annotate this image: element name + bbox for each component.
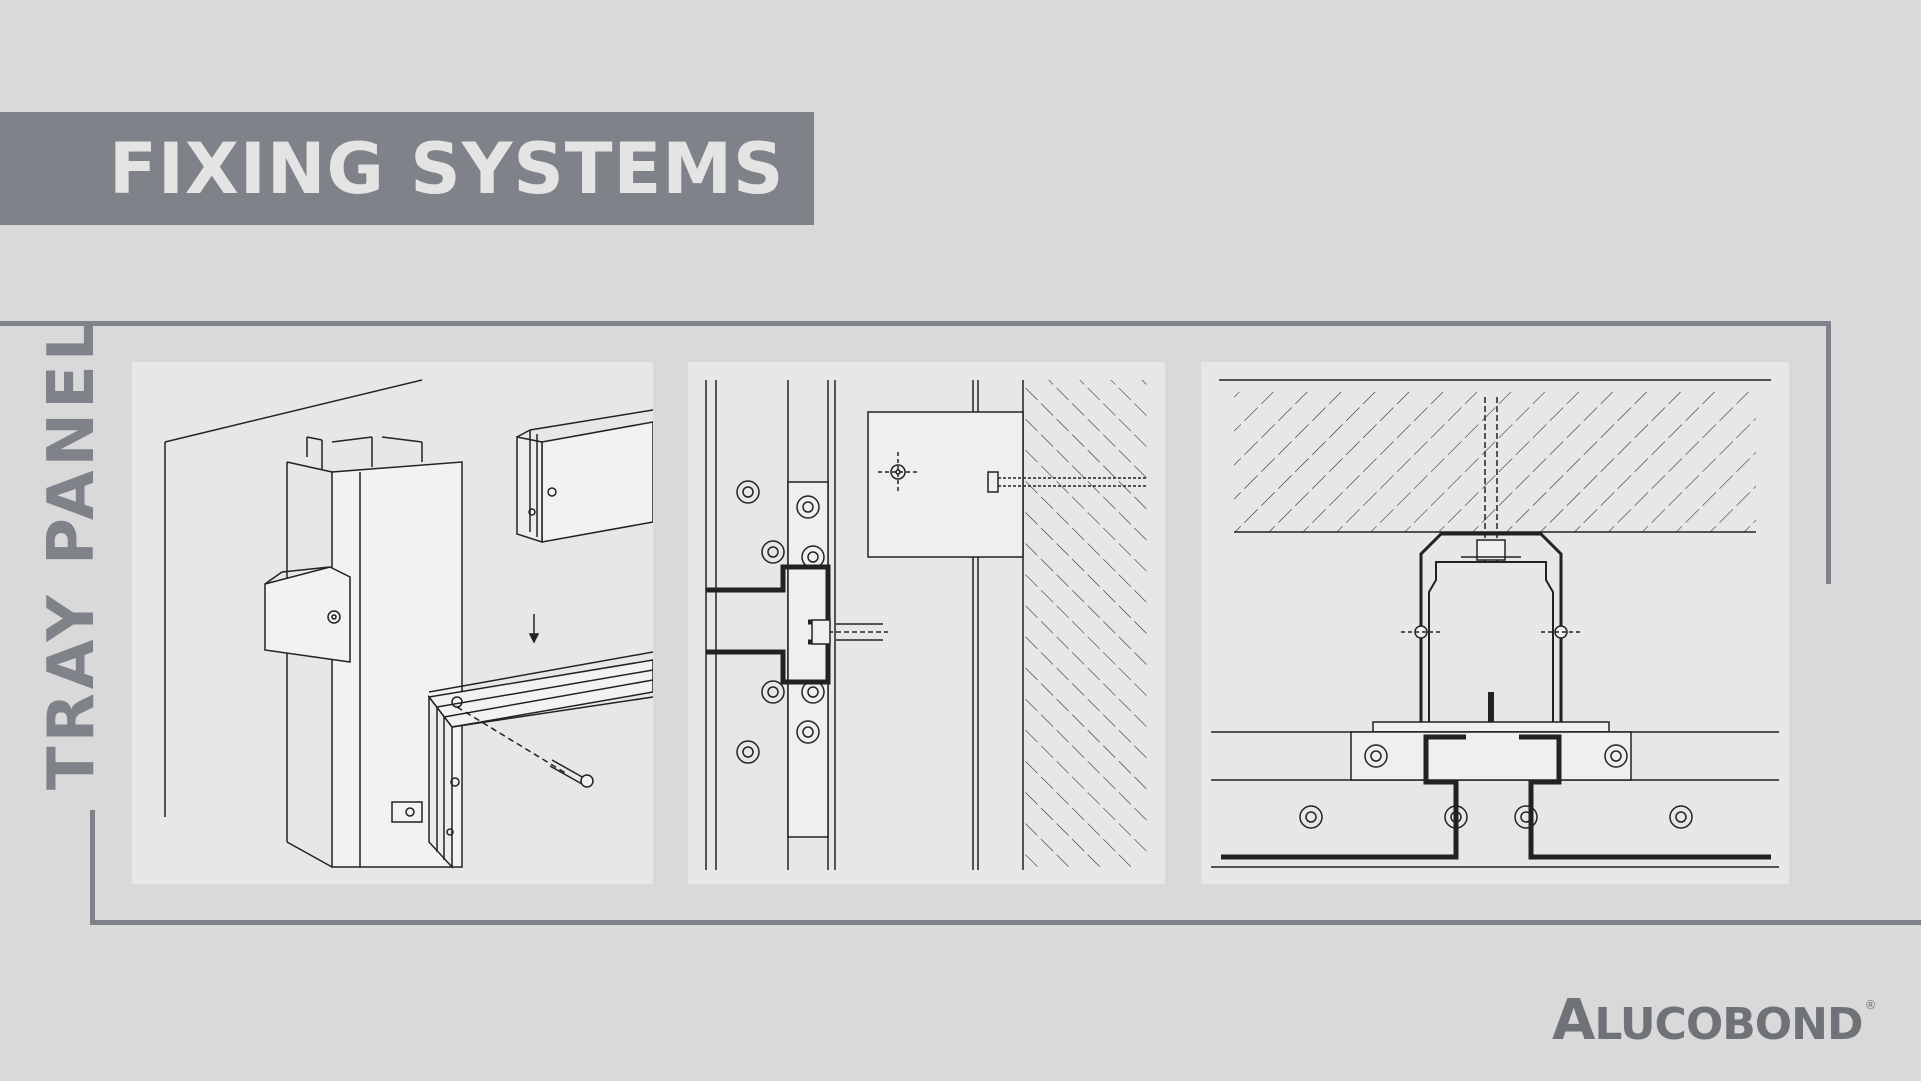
alucobond-logo: ALUCOBOND® (1552, 975, 1877, 1055)
page-title: FIXING SYSTEMS (109, 128, 785, 210)
frame-bottom-line (90, 920, 1921, 925)
section-label: TRAY PANEL (35, 316, 109, 790)
registered-mark: ® (1864, 998, 1877, 1012)
frame-right-line (1826, 321, 1831, 584)
frame-top-line (0, 321, 1831, 326)
logo-first-letter: A (1552, 988, 1595, 1053)
horizontal-section-drawing (705, 380, 1150, 870)
horizontal-section-panel (688, 362, 1165, 884)
logo-rest: LUCOBOND (1594, 999, 1863, 1050)
vertical-section-drawing (1211, 379, 1779, 868)
isometric-assembly-drawing (164, 379, 653, 869)
title-banner: FIXING SYSTEMS (0, 112, 814, 225)
isometric-assembly-panel (132, 362, 653, 884)
frame-left-line (90, 810, 95, 925)
vertical-section-panel (1201, 362, 1789, 884)
